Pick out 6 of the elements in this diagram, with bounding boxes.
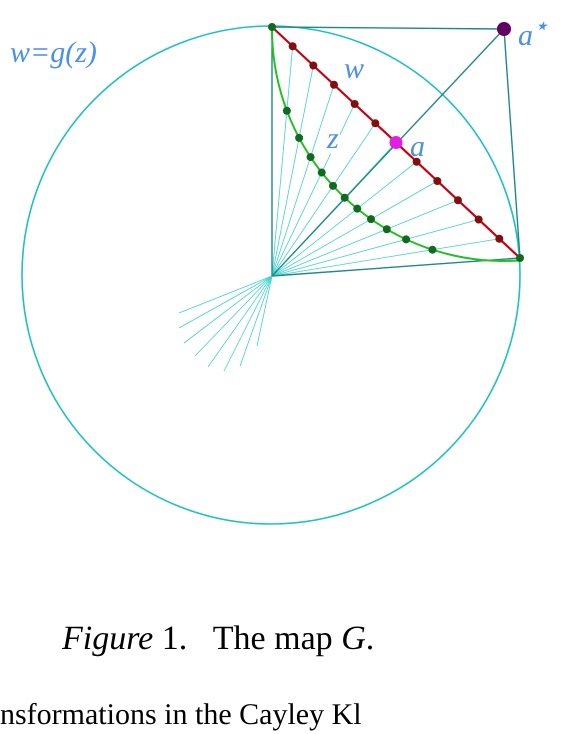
point-label: a: [410, 132, 425, 162]
figure-caption: Figure 1. The map G.: [62, 622, 374, 656]
point-label: w: [344, 54, 364, 84]
point-label: a$^{⋆}$: [518, 14, 549, 51]
body-text: nsformations in the Cayley Kl: [0, 700, 362, 730]
function-label: w=g(z): [10, 38, 97, 68]
